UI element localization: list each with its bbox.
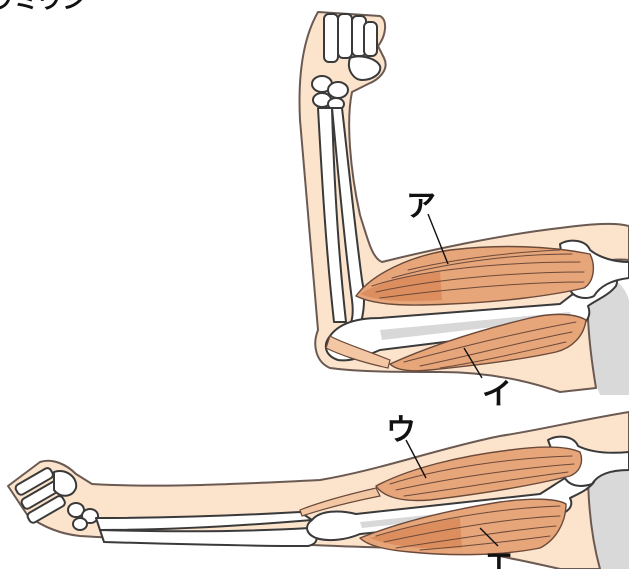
finger-bone [338, 14, 352, 58]
label-e: エ [484, 547, 514, 569]
ulna-bone-bottom [100, 528, 317, 546]
label-u: ウ [386, 413, 416, 448]
label-i: イ [482, 377, 512, 412]
label-a: ア [406, 189, 436, 224]
extended-arm: ウ エ [8, 412, 629, 569]
finger-bone [364, 22, 377, 56]
carpal-bone [73, 518, 87, 530]
thumb-bone [349, 56, 380, 80]
finger-bone [324, 14, 338, 62]
flexed-arm: ア イ [300, 12, 629, 412]
cropped-heading-text: ウミウシ [0, 0, 86, 14]
carpal-bone [328, 82, 348, 98]
